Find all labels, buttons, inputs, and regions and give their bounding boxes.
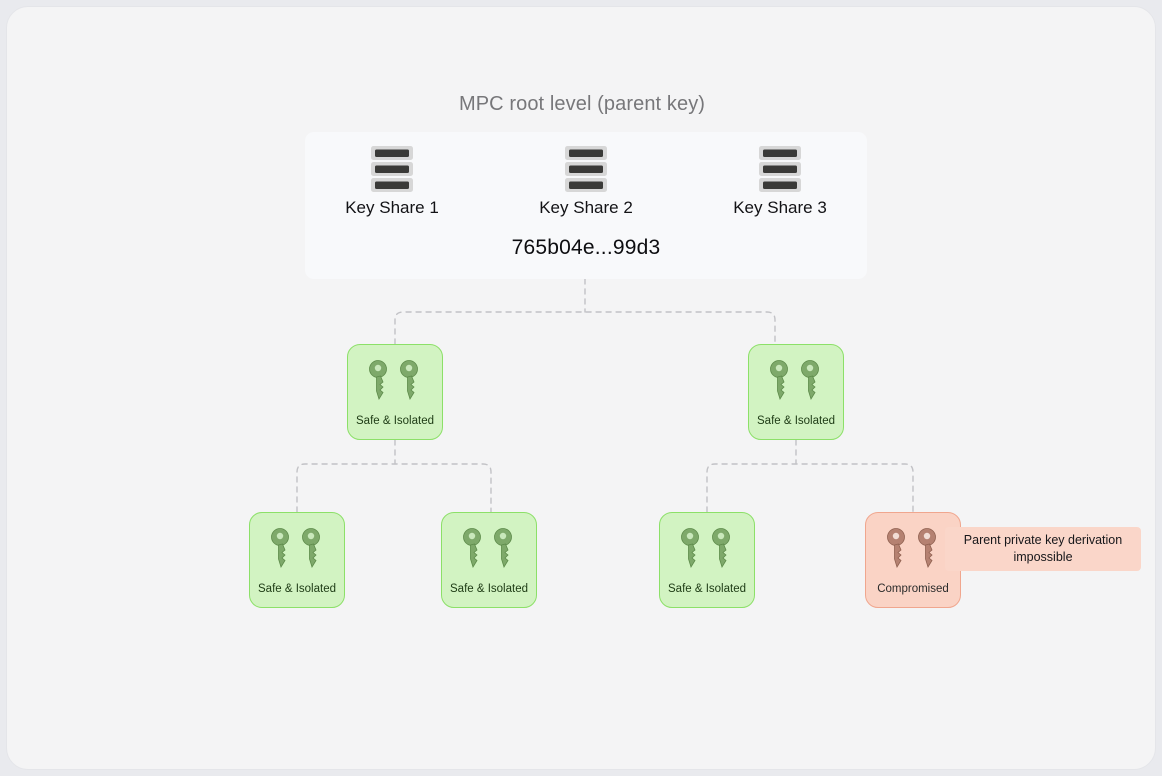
- tree-node-safe-l2-left[interactable]: Safe & Isolated: [347, 344, 443, 440]
- two-keys-icon: [461, 526, 518, 576]
- tree-node-safe-l3-2[interactable]: Safe & Isolated: [441, 512, 537, 608]
- two-keys-icon: [885, 526, 942, 576]
- key-share-1[interactable]: Key Share 1: [317, 144, 467, 218]
- two-keys-icon: [269, 526, 326, 576]
- connector-layer: [296, 278, 914, 513]
- key-share-label: Key Share 2: [539, 198, 633, 217]
- page-title: MPC root level (parent key): [458, 93, 706, 115]
- node-status-label: Safe & Isolated: [356, 415, 434, 427]
- node-status-label: Compromised: [877, 583, 949, 595]
- key-share-label: Key Share 3: [733, 198, 827, 217]
- key-share-stack-icon: [759, 146, 801, 192]
- diagram-card: MPC root level (parent key) Key Share 1: [6, 6, 1156, 770]
- connector-n2-1-to-children: [296, 463, 492, 513]
- two-keys-icon: [367, 358, 424, 408]
- tree-node-safe-l2-right[interactable]: Safe & Isolated: [748, 344, 844, 440]
- key-share-3[interactable]: Key Share 3: [705, 144, 855, 218]
- parent-key-hash: 765b04e...99d3: [511, 236, 661, 259]
- key-share-2[interactable]: Key Share 2: [511, 144, 661, 218]
- tree-node-safe-l3-1[interactable]: Safe & Isolated: [249, 512, 345, 608]
- mpc-key-tree-diagram: MPC root level (parent key) Key Share 1: [7, 7, 1155, 769]
- connector-root-to-level2: [394, 311, 776, 345]
- key-share-stack-icon: [565, 146, 607, 192]
- node-status-label: Safe & Isolated: [450, 583, 528, 595]
- two-keys-icon: [768, 358, 825, 408]
- node-status-label: Safe & Isolated: [668, 583, 746, 595]
- node-status-label: Safe & Isolated: [258, 583, 336, 595]
- tree-node-safe-l3-3[interactable]: Safe & Isolated: [659, 512, 755, 608]
- derivation-impossible-note: Parent private key derivation impossible: [945, 527, 1141, 571]
- key-share-label: Key Share 1: [345, 198, 439, 217]
- connector-n2-2-to-children: [706, 463, 914, 513]
- key-share-stack-icon: [371, 146, 413, 192]
- node-status-label: Safe & Isolated: [757, 415, 835, 427]
- two-keys-icon: [679, 526, 736, 576]
- key-share-row: Key Share 1 Key Share 2: [305, 144, 867, 239]
- mpc-root-panel: Key Share 1 Key Share 2: [305, 132, 867, 279]
